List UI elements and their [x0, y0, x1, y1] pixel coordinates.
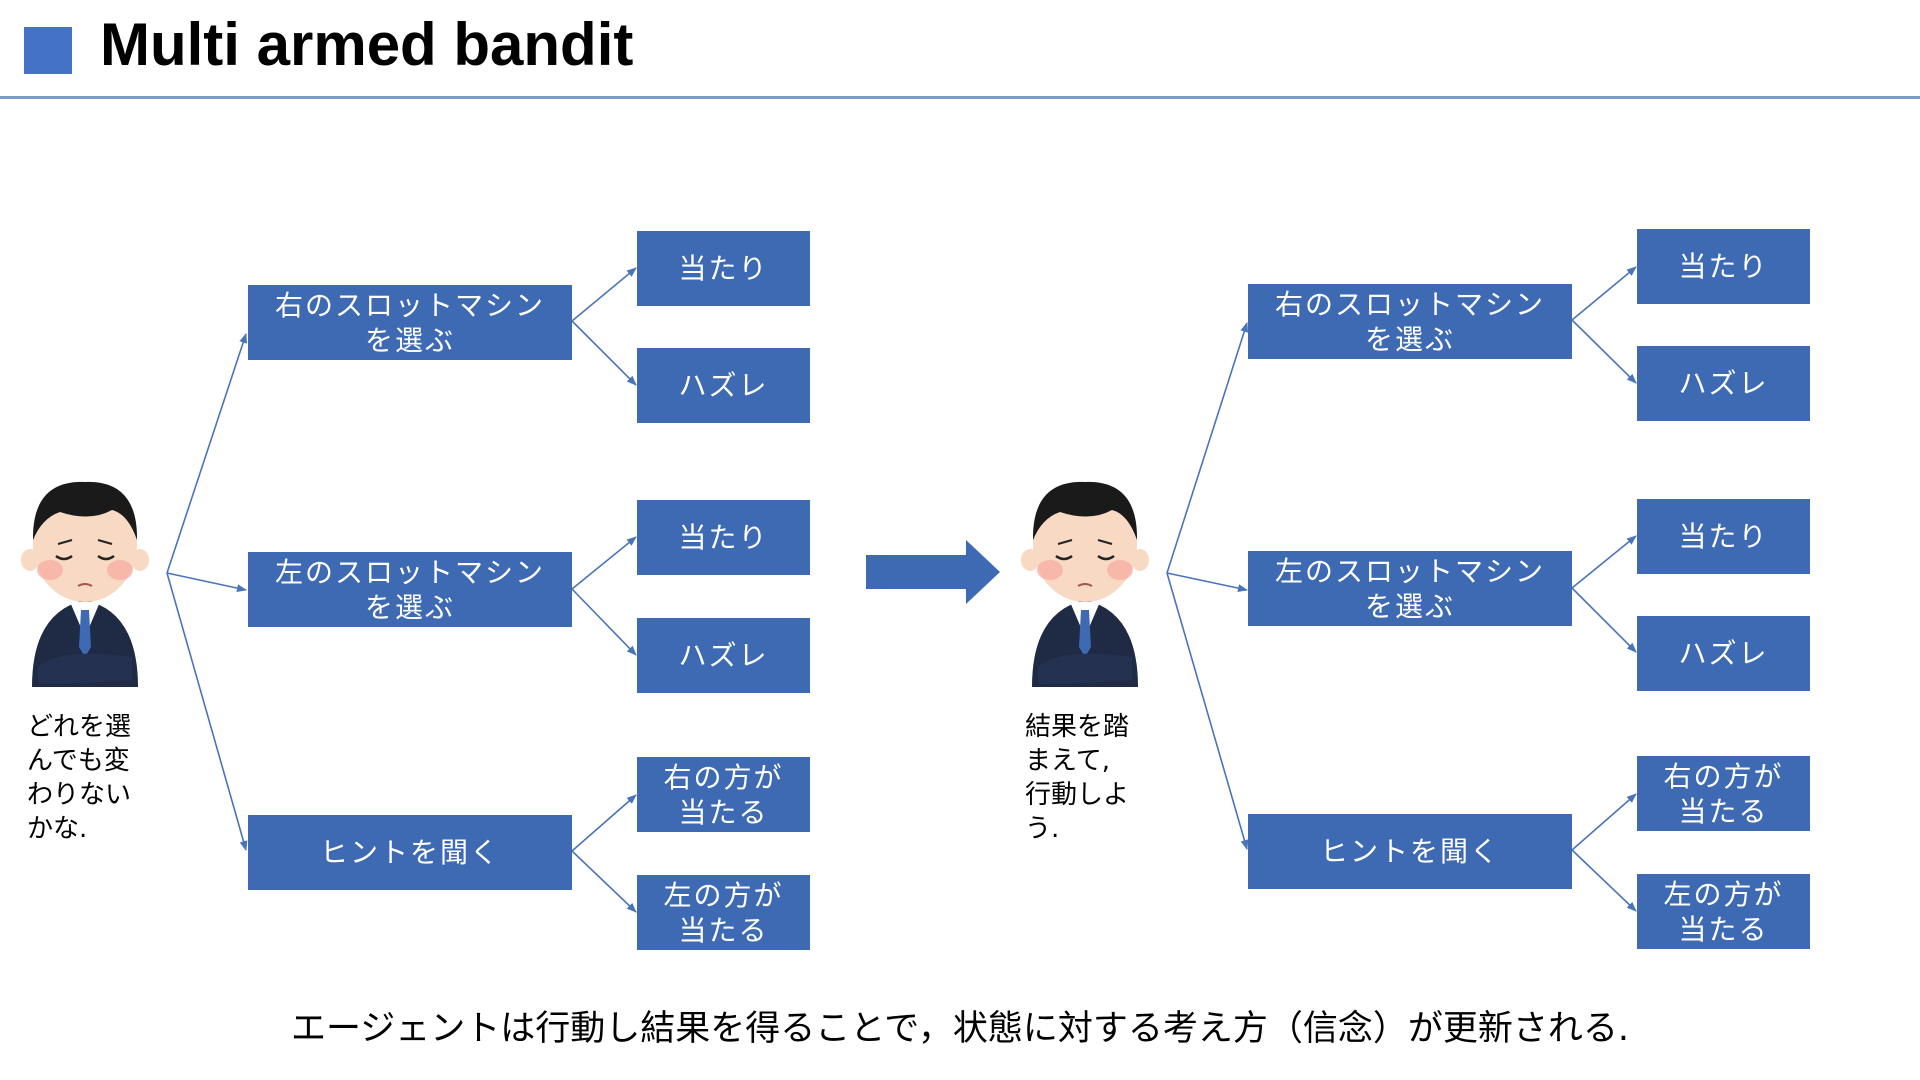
box-label: ハズレ [1678, 637, 1769, 670]
title-divider [0, 96, 1920, 99]
box-label: ヒントを聞く [319, 836, 500, 869]
right-outcome-hint-left: 左の方が 当たる [1637, 874, 1810, 949]
caption-line: 結果を踏 [1025, 712, 1130, 742]
box-label: を選ぶ [364, 323, 455, 357]
box-label: 右のスロットマシン [1274, 287, 1545, 321]
right-outcome-hint-right: 右の方が 当たる [1637, 756, 1810, 831]
title-square-icon [24, 27, 72, 74]
box-label: 当たり [1678, 520, 1769, 553]
box-label: 当たり [1678, 250, 1769, 283]
right-action-left-slot: 左のスロットマシン を選ぶ [1248, 551, 1572, 626]
box-label: 左のスロットマシン [1274, 554, 1545, 588]
box-label: 当たる [1678, 794, 1769, 828]
left-outcome-hint-right: 右の方が 当たる [637, 757, 810, 832]
left-action-ask-hint: ヒントを聞く [248, 815, 572, 890]
left-thought-caption: どれを選 んでも変 わりない かな. [27, 710, 157, 846]
right-thought-caption: 結果を踏 まえて, 行動しよ う. [1025, 710, 1155, 846]
box-label: ヒントを聞く [1319, 835, 1500, 868]
left-action-left-slot: 左のスロットマシン を選ぶ [248, 552, 572, 627]
box-label: ハズレ [678, 639, 769, 672]
caption-line: う. [1025, 814, 1060, 844]
caption-line: んでも変 [27, 746, 130, 776]
left-outcome-miss-2: ハズレ [637, 618, 810, 693]
caption-line: どれを選 [27, 712, 132, 742]
right-action-ask-hint: ヒントを聞く [1248, 814, 1572, 889]
left-outcome-win-1: 当たり [637, 231, 810, 306]
right-action-right-slot: 右のスロットマシン を選ぶ [1248, 284, 1572, 359]
box-label: を選ぶ [1364, 322, 1455, 356]
transition-arrow-icon [866, 540, 1000, 604]
box-label: 左の方が [663, 878, 784, 912]
box-label: 当たり [678, 521, 769, 554]
box-label: 当たる [678, 913, 769, 947]
box-label: 右の方が [663, 760, 784, 794]
right-outcome-win-1: 当たり [1637, 229, 1810, 304]
left-action-right-slot: 右のスロットマシン を選ぶ [248, 285, 572, 360]
page-title: Multi armed bandit [100, 11, 634, 78]
box-label: ハズレ [1678, 367, 1769, 400]
box-label: 当たる [678, 795, 769, 829]
caption-line: 行動しよ [1025, 780, 1130, 810]
left-outcome-win-2: 当たり [637, 500, 810, 575]
right-outcome-win-2: 当たり [1637, 499, 1810, 574]
right-outcome-miss-1: ハズレ [1637, 346, 1810, 421]
businessman-thinking-icon [1021, 481, 1149, 687]
box-label: ハズレ [678, 369, 769, 402]
box-label: 左のスロットマシン [274, 555, 545, 589]
box-label: 当たる [1678, 912, 1769, 946]
box-label: 左の方が [1663, 877, 1784, 911]
caption-line: かな. [27, 814, 88, 844]
right-outcome-miss-2: ハズレ [1637, 616, 1810, 691]
box-label: を選ぶ [1364, 589, 1455, 623]
caption-line: わりない [27, 780, 132, 810]
box-label: 右のスロットマシン [274, 288, 545, 322]
footer-note: エージェントは行動し結果を得ることで，状態に対する考え方（信念）が更新される. [291, 1009, 1629, 1049]
caption-line: まえて, [1025, 746, 1110, 776]
left-outcome-miss-1: ハズレ [637, 348, 810, 423]
box-label: 右の方が [1663, 759, 1784, 793]
left-outcome-hint-left: 左の方が 当たる [637, 875, 810, 950]
businessman-thinking-icon [21, 481, 149, 687]
title-bar: Multi armed bandit [0, 0, 1920, 100]
box-label: を選ぶ [364, 590, 455, 624]
box-label: 当たり [678, 252, 769, 285]
